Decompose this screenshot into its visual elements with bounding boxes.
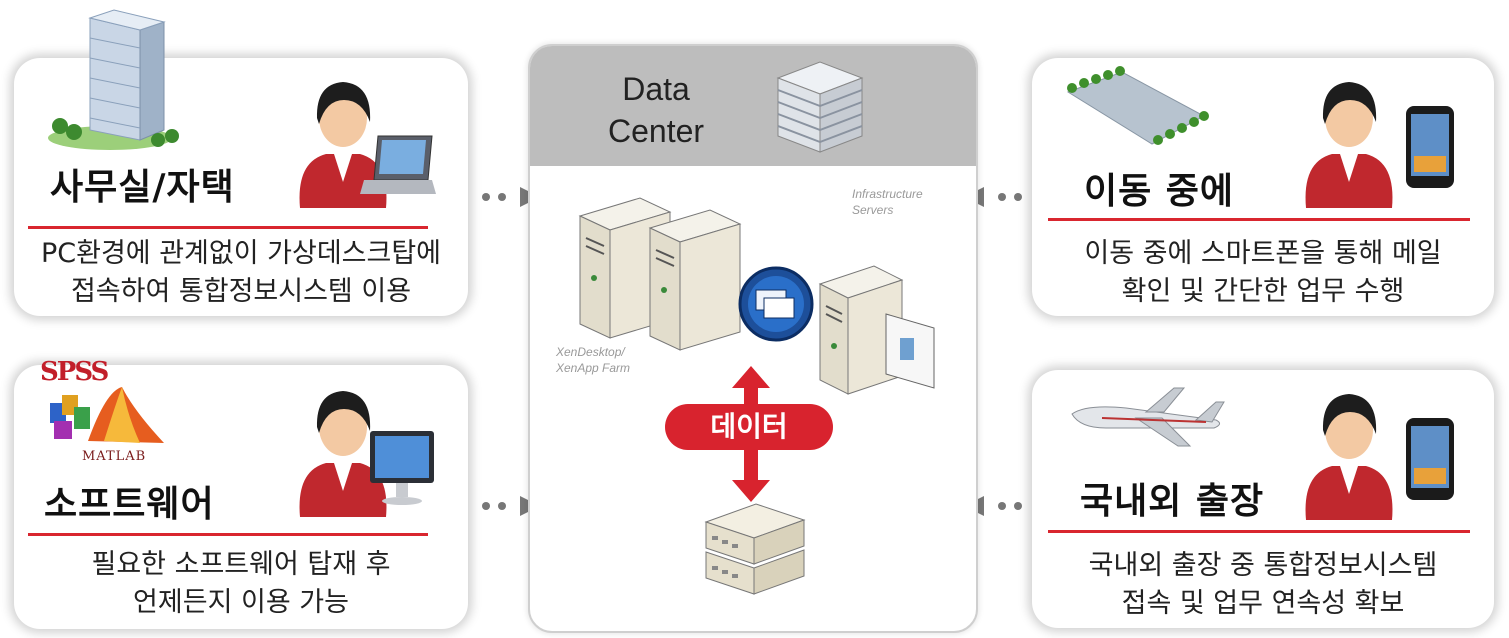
infra-caption: Infrastructure Servers	[852, 186, 923, 218]
mobile-title: 이동 중에	[1084, 171, 1235, 212]
datacenter-title-line2: Center	[608, 113, 705, 149]
travel-panel: 국내외 출장 국내외 출장 중 통합정보시스템 접속 및 업무 연속성 확보	[1032, 370, 1494, 628]
office-divider	[28, 226, 428, 229]
travel-desc-line1: 국내외 출장 중 통합정보시스템	[1088, 550, 1438, 581]
data-label: 데이터	[665, 404, 833, 450]
datacenter-header	[530, 46, 976, 166]
infra-caption-line2: Servers	[852, 203, 894, 217]
person-phone-icon	[1305, 394, 1454, 520]
mobile-desc-line1: 이동 중에 스마트폰을 통해 메일	[1084, 238, 1442, 269]
mobile-panel: 이동 중에 이동 중에 스마트폰을 통해 메일 확인 및 간단한 업무 수행	[1032, 58, 1494, 316]
matlab-logo-text: MATLAB	[82, 449, 147, 464]
spss-logo-text: SPSS	[40, 357, 109, 387]
airplane-icon	[1071, 387, 1225, 447]
farm-caption: XenDesktop/ XenApp Farm	[556, 344, 630, 376]
travel-desc-line2: 접속 및 업무 연속성 확보	[1121, 588, 1405, 619]
travel-divider	[1048, 530, 1470, 533]
person-phone-icon	[1305, 82, 1454, 208]
software-logo-icon: SPSS MATLAB	[38, 357, 178, 477]
server-rack-icon	[818, 265, 935, 395]
person-monitor-icon	[299, 391, 434, 517]
mobile-desc-line2: 확인 및 간단한 업무 수행	[1121, 276, 1405, 307]
office-desc-line1: PC환경에 관계없이 가상데스크탑에	[40, 238, 442, 269]
datacenter-panel: Data Center	[528, 44, 978, 633]
database-icon	[776, 61, 864, 153]
software-divider	[28, 533, 428, 536]
farm-caption-line1: XenDesktop/	[556, 345, 625, 359]
road-icon	[1066, 66, 1209, 145]
mobile-divider	[1048, 218, 1470, 221]
software-title: 소프트웨어	[44, 484, 215, 525]
office-title: 사무실/자택	[50, 167, 235, 208]
infra-caption-line1: Infrastructure	[852, 187, 923, 201]
server-rack-icon	[578, 197, 742, 351]
office-panel: 사무실/자택 PC환경에 관계없이 가상데스크탑에 접속하여 통합정보시스템 이…	[14, 9, 468, 316]
datacenter-title: Data Center	[608, 68, 704, 152]
travel-title: 국내외 출장	[1080, 481, 1265, 522]
software-desc-line1: 필요한 소프트웨어 탑재 후	[91, 549, 391, 580]
citrix-icon	[738, 266, 814, 342]
person-laptop-icon	[299, 82, 436, 208]
office-building-icon	[48, 9, 179, 150]
software-desc-line2: 언제든지 이용 가능	[133, 587, 349, 618]
software-panel: SPSS MATLAB 소프트웨어 필요한 소프트웨어 탑재 후 언제든지 이용…	[14, 357, 468, 629]
farm-caption-line2: XenApp Farm	[556, 361, 631, 375]
storage-icon	[704, 503, 806, 595]
office-desc-line2: 접속하여 통합정보시스템 이용	[70, 276, 412, 307]
datacenter-title-line1: Data	[622, 71, 690, 107]
